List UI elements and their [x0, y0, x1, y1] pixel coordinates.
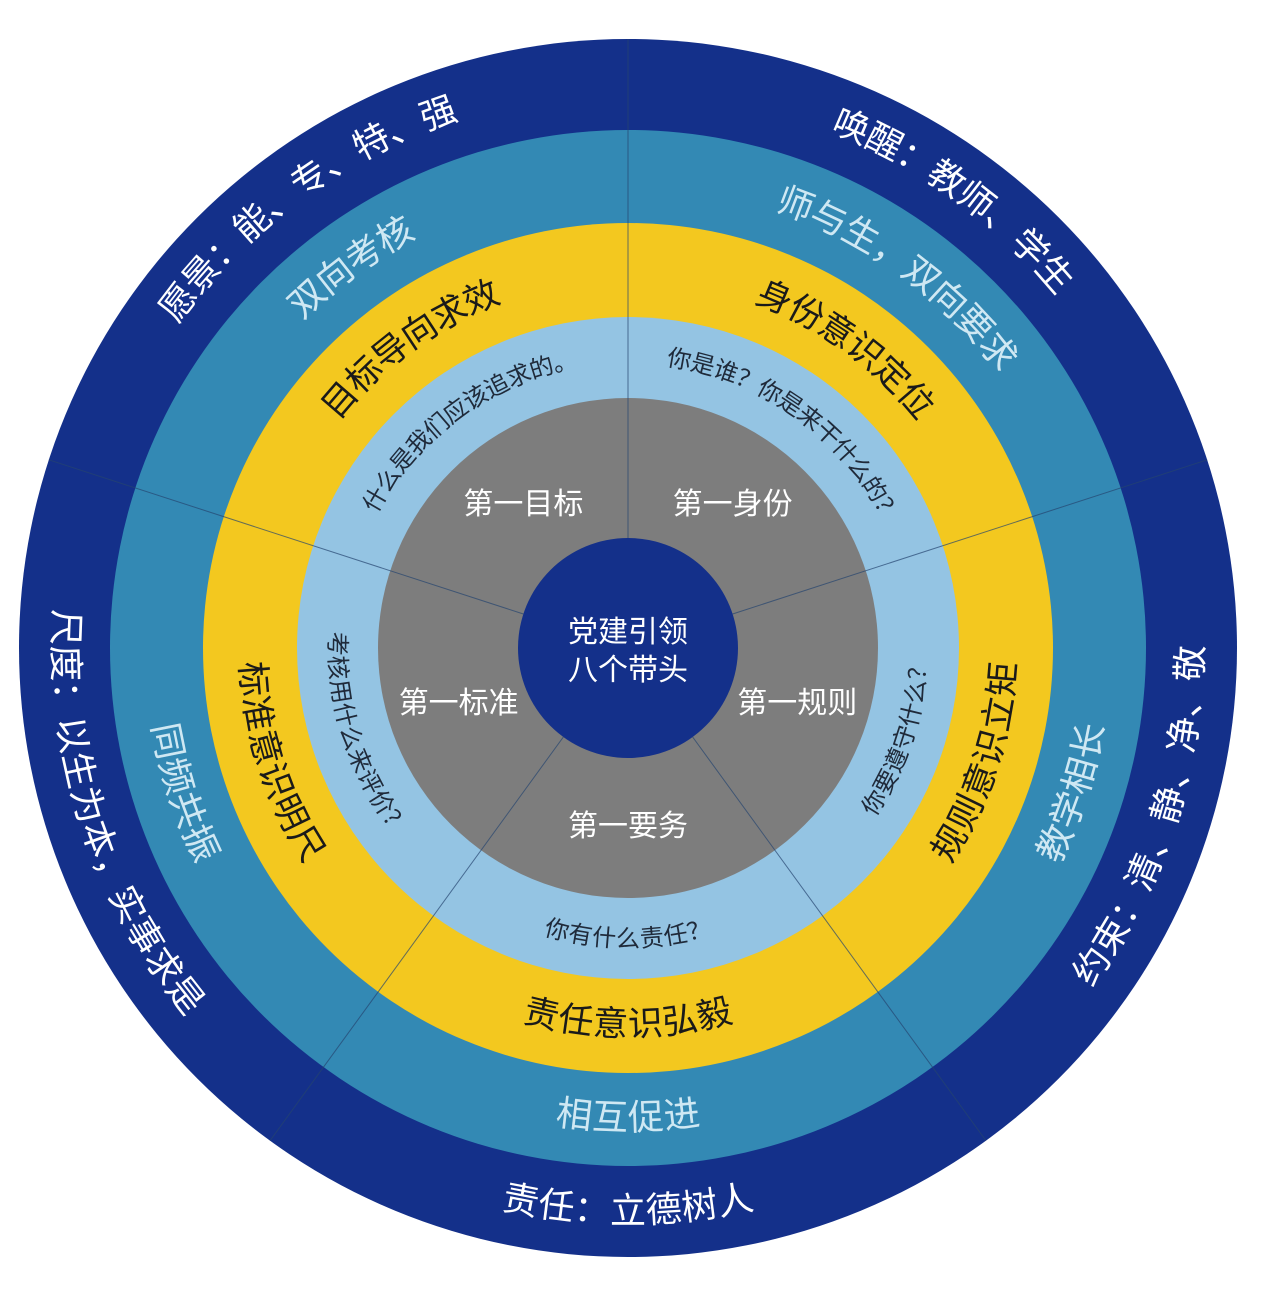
- standard-gray-label: 第一标准: [399, 686, 519, 721]
- center-disc: [518, 538, 738, 758]
- center-label: 党建引领 八个带头: [568, 615, 688, 688]
- rules-gray-label: 第一规则: [737, 686, 857, 721]
- sector-dividers: [48, 39, 1208, 1141]
- sector-divider: [732, 459, 1208, 615]
- sector-divider: [692, 736, 987, 1141]
- center-title-line2: 八个带头: [568, 653, 688, 688]
- center-title-line1: 党建引领: [568, 615, 688, 650]
- sector-divider: [48, 459, 524, 615]
- duty-gray-label: 第一要务: [568, 809, 688, 844]
- goal-gray-label: 第一目标: [463, 487, 583, 522]
- identity-gray-label: 第一身份: [673, 487, 793, 522]
- sector-divider: [269, 736, 564, 1141]
